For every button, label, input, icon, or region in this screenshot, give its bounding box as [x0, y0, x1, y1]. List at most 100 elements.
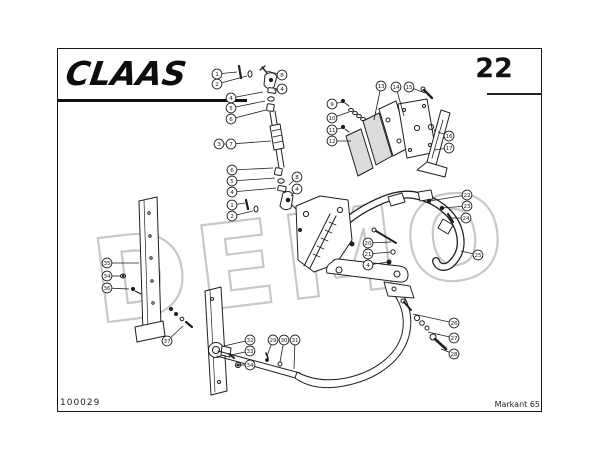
callout-badge [101, 282, 113, 294]
callout-badge [443, 142, 455, 154]
callout-badge [276, 83, 288, 95]
callout-badge [375, 80, 387, 92]
callout-number: 26 [450, 321, 458, 327]
callout-badge [276, 69, 288, 81]
callout-2: 2 [226, 210, 254, 222]
callout-number: 29 [269, 338, 277, 344]
callout-number: 1 [230, 203, 234, 209]
callout-badge [461, 189, 473, 201]
callout-badge [403, 81, 415, 93]
callout-badge [226, 199, 238, 211]
callout-number: 3 [217, 142, 221, 148]
callout-badge [267, 334, 279, 346]
callout-badge [362, 237, 374, 249]
upper-link-assembly [237, 64, 301, 214]
callout-badge [362, 259, 374, 271]
callout-4: 4 [225, 91, 264, 104]
callout-number: 15 [405, 85, 413, 91]
callout-14: 14 [390, 81, 405, 117]
callout-badge [291, 183, 303, 195]
callout-badge [226, 210, 238, 222]
callout-1: 1 [211, 68, 238, 80]
callout-badge [326, 98, 338, 110]
callout-17: 17 [433, 142, 455, 154]
callout-32: 32 [223, 334, 256, 347]
callout-number: 35 [103, 261, 111, 267]
callout-badge [161, 335, 173, 347]
callout-6: 6 [226, 164, 274, 176]
callout-badge [226, 175, 238, 187]
callout-15: 15 [403, 81, 426, 94]
callout-number: 32 [246, 338, 253, 344]
callout-number: 7 [229, 142, 233, 148]
callout-5: 5 [226, 175, 276, 187]
callout-badge [278, 334, 290, 346]
callout-number: 25 [474, 253, 482, 259]
callout-34: 34 [237, 359, 256, 371]
callout-4: 4 [226, 186, 277, 198]
callout-24: 24 [451, 212, 472, 224]
callout-36: 36 [101, 282, 130, 294]
curved-tine [294, 281, 448, 389]
callout-badge [460, 212, 472, 224]
callout-37: 37 [161, 325, 184, 347]
callout-number: 4 [295, 187, 299, 193]
callout-21: 21 [362, 248, 392, 260]
callout-number: 1 [215, 72, 219, 78]
callout-badge [244, 334, 256, 346]
callout-number: 34 [246, 363, 254, 369]
callout-30: 30 [278, 334, 290, 363]
callout-number: 34 [103, 274, 111, 280]
callout-4: 4 [273, 83, 288, 95]
callout-23: 23 [441, 200, 473, 212]
callout-badge [472, 249, 484, 261]
callout-number: 30 [280, 338, 288, 344]
callout-4: 4 [290, 183, 303, 197]
callout-number: 33 [246, 349, 254, 355]
callout-26: 26 [412, 313, 460, 329]
callout-number: 36 [103, 286, 111, 292]
document-number: 100029 [60, 398, 101, 408]
callout-number: 24 [462, 216, 470, 222]
callout-8: 8 [266, 69, 288, 81]
page-number: 22 [475, 53, 513, 84]
callout-number: 11 [328, 128, 336, 134]
callout-badge [213, 138, 225, 150]
callout-20: 20 [362, 237, 392, 249]
callout-number: 13 [377, 84, 385, 90]
callout-badge [225, 102, 237, 114]
callout-badge [326, 124, 338, 136]
callout-number: 4 [280, 87, 284, 93]
callout-9: 9 [326, 98, 344, 110]
callout-10: 10 [326, 111, 350, 124]
callout-22: 22 [428, 189, 473, 202]
callout-number: 2 [215, 82, 219, 88]
callout-2: 2 [211, 75, 248, 90]
callout-badge [448, 317, 460, 329]
callout-badge [226, 164, 238, 176]
callout-number: 8 [295, 175, 299, 181]
callout-number: 16 [445, 134, 453, 140]
callout-29: 29 [266, 334, 279, 357]
callout-16: 16 [437, 130, 455, 142]
page-number-underline [487, 93, 542, 95]
lever-arm [416, 86, 451, 178]
callout-number: 5 [229, 106, 233, 112]
callout-25: 25 [460, 249, 484, 261]
callout-number: 4 [366, 263, 370, 269]
callout-number: 23 [463, 204, 471, 210]
callout-13: 13 [373, 80, 387, 121]
callout-number: 31 [291, 338, 299, 344]
callout-badge [326, 112, 338, 124]
callout-4: 4 [362, 259, 389, 271]
callout-badge [291, 171, 303, 183]
callout-badge [461, 200, 473, 212]
callout-5: 5 [225, 100, 266, 114]
callout-badge [244, 359, 256, 371]
callout-number: 4 [230, 190, 234, 196]
callout-badge [225, 138, 237, 150]
callout-number: 6 [229, 117, 233, 123]
callout-number: 12 [328, 139, 335, 145]
middle-vertical-bar [204, 286, 242, 396]
